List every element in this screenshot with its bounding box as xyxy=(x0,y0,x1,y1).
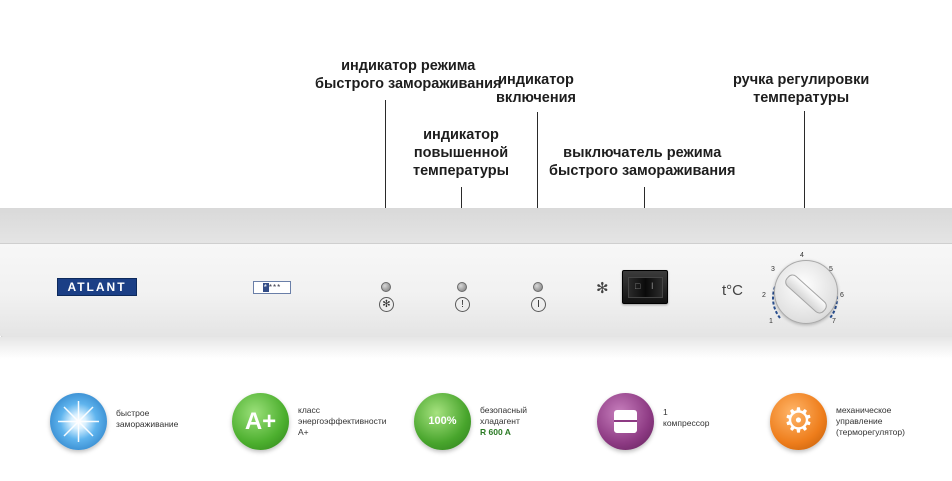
feature-line: R 600 A xyxy=(480,427,511,437)
snowflake-burst-icon xyxy=(50,393,107,450)
callout-line: индикатор режима xyxy=(341,58,476,74)
fast-freeze-indicator-lamp xyxy=(381,282,391,292)
feature-line: А+ xyxy=(298,427,309,437)
dial-number: 3 xyxy=(771,266,775,273)
feature-label: 1 компрессор xyxy=(663,407,710,429)
callout-line: быстрого замораживания xyxy=(549,163,736,179)
callout-line: индикатор xyxy=(498,72,574,88)
compressor-icon xyxy=(597,393,654,450)
callout-line: повышенной xyxy=(413,145,509,161)
feature-line: механическое xyxy=(836,405,892,415)
feature-label: класс энергоэффективности А+ xyxy=(298,405,386,438)
switch-rocker[interactable]: □ I xyxy=(628,277,663,298)
freezer-star-rating: **** xyxy=(253,281,291,294)
feature-line: (терморегулятор) xyxy=(836,427,905,437)
switch-on-mark: I xyxy=(651,281,654,291)
callout-line: температуры xyxy=(753,90,850,106)
callout-line: температуры xyxy=(413,163,510,179)
leader-line-temperature-knob xyxy=(804,111,805,261)
feature-line: класс xyxy=(298,405,321,415)
feature-line: 1 xyxy=(663,407,668,417)
switch-off-mark: □ xyxy=(635,281,641,291)
power-symbol: I xyxy=(531,297,546,312)
dial-number: 5 xyxy=(829,266,833,273)
brand-logo: ATLANT xyxy=(57,278,137,296)
feature-label: механическое управление (терморегулятор) xyxy=(836,405,905,438)
leader-line-power-indicator xyxy=(537,112,538,270)
callout-line: индикатор xyxy=(423,127,499,143)
callout-temperature-knob: ручка регулировки температуры xyxy=(733,71,869,107)
rating-stars: *** xyxy=(268,283,282,292)
fast-freeze-switch[interactable]: □ I xyxy=(622,270,668,304)
dial-number: 4 xyxy=(800,252,804,259)
panel-lower-edge xyxy=(0,337,952,359)
callout-line: включения xyxy=(496,90,577,106)
switch-freeze-symbol: ✻ xyxy=(596,280,609,297)
high-temp-symbol: ! xyxy=(455,297,470,312)
feature-line: безопасный xyxy=(480,405,527,415)
callout-fast-freeze-switch: выключатель режима быстрого замораживани… xyxy=(549,144,735,180)
callout-fast-freeze-indicator: индикатор режима быстрого замораживания xyxy=(315,57,501,93)
callout-power-indicator: индикатор включения xyxy=(496,71,576,107)
feature-line: замораживание xyxy=(116,419,179,429)
dial-number: 2 xyxy=(762,292,766,299)
feature-label: безопасный хладагент R 600 A xyxy=(480,405,527,438)
feature-line: энергоэффективности xyxy=(298,416,387,426)
power-indicator-lamp xyxy=(533,282,543,292)
eco-leaf-icon: 100% xyxy=(414,393,471,450)
feature-line: хладагент xyxy=(480,416,520,426)
feature-label: быстрое замораживание xyxy=(116,408,178,430)
rating-first-star: * xyxy=(262,283,269,292)
temperature-unit-label: t°C xyxy=(722,282,743,299)
leader-line-fast-freeze-indicator xyxy=(385,100,386,270)
callout-line: ручка регулировки xyxy=(733,72,870,88)
gear-icon: ⚙ xyxy=(770,393,827,450)
callout-high-temp-indicator: индикатор повышенной температуры xyxy=(413,126,509,180)
high-temp-indicator-lamp xyxy=(457,282,467,292)
callout-line: быстрого замораживания xyxy=(315,76,502,92)
feature-line: быстрое xyxy=(116,408,150,418)
a-plus-icon: A+ xyxy=(232,393,289,450)
feature-line: управление xyxy=(836,416,883,426)
dial-number: 7 xyxy=(832,318,836,325)
dial-number: 6 xyxy=(840,292,844,299)
dial-number: 1 xyxy=(769,318,773,325)
feature-line: компрессор xyxy=(663,418,710,428)
fast-freeze-symbol: ✻ xyxy=(379,297,394,312)
callout-line: выключатель режима xyxy=(563,145,722,161)
